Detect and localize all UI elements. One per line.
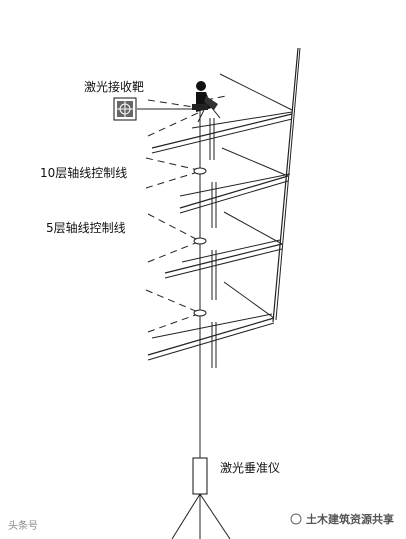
label-floor10: 10层轴线控制线 xyxy=(40,165,127,180)
floor-slab-bottom xyxy=(147,281,275,361)
target-icon xyxy=(113,97,137,121)
watermark-right-text: 土木建筑资源共享 xyxy=(306,512,394,526)
operator-figure xyxy=(192,81,221,123)
floor-slab-10 xyxy=(179,147,291,214)
watermark-right: 土木建筑资源共享 xyxy=(290,512,394,526)
control-point-bottom xyxy=(193,309,207,317)
label-target: 激光接收靶 xyxy=(84,79,144,94)
label-instrument: 激光垂准仪 xyxy=(220,461,280,475)
control-points xyxy=(193,167,207,317)
building-outline xyxy=(219,47,301,323)
watermark-left: 头条号 xyxy=(8,519,38,532)
floor-slab-5 xyxy=(164,211,283,279)
laser-plumb-instrument xyxy=(171,457,231,539)
column-sleeves xyxy=(209,118,217,368)
wechat-icon xyxy=(290,513,302,525)
label-floor5: 5层轴线控制线 xyxy=(46,220,126,235)
control-point-10 xyxy=(193,167,207,175)
control-point-5 xyxy=(193,237,207,245)
floor-slab-top xyxy=(151,111,293,154)
